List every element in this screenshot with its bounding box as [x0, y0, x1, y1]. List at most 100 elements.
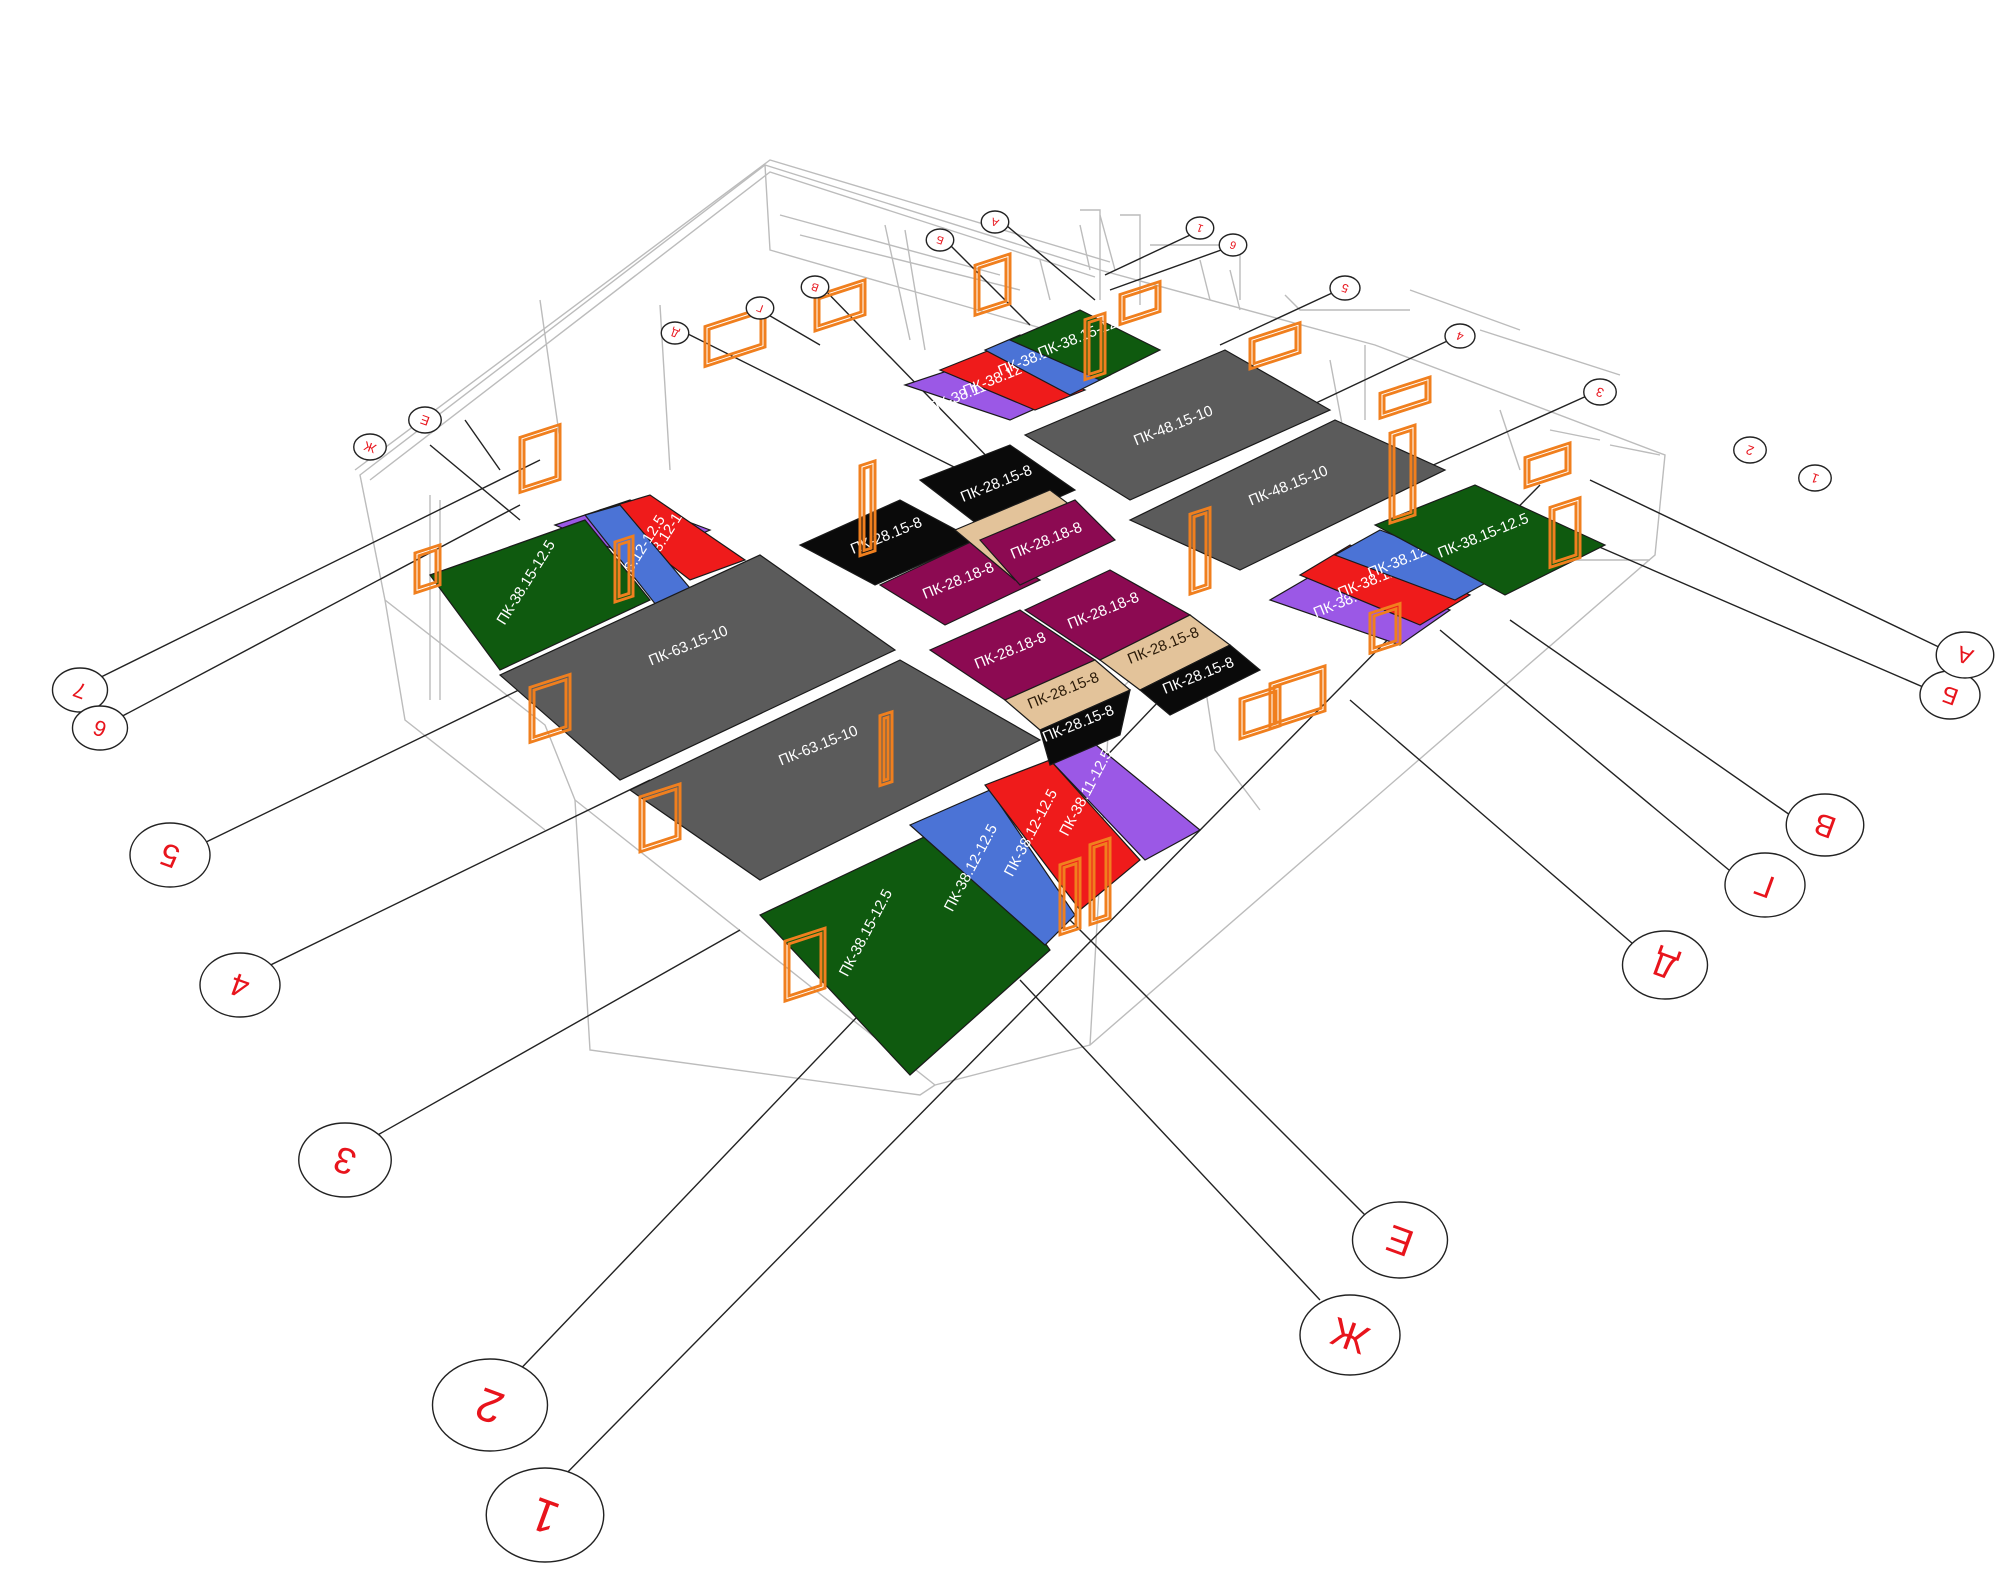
window-frame	[1088, 836, 1112, 927]
axis-bubble: Б	[925, 228, 955, 252]
window-frame	[783, 926, 827, 1004]
axis-bubble-circle	[408, 406, 442, 434]
window-frame	[1388, 423, 1417, 526]
axis-bubble-circle	[129, 822, 211, 888]
axis-bubble-circle	[1351, 1201, 1449, 1279]
axis-bubble-label: Ж	[362, 438, 378, 456]
axis-bubble: 4	[199, 952, 281, 1018]
slab-shape	[628, 659, 1042, 881]
axis-bubble: 5	[129, 822, 211, 888]
axis-bubble: 7	[51, 667, 109, 713]
axis-bubble-label: 4	[1454, 328, 1465, 344]
window-frame	[518, 422, 562, 495]
axis-bubble-circle	[71, 705, 129, 751]
slab: ПК-48.15-10	[1023, 349, 1332, 501]
window-frame	[1268, 663, 1327, 731]
slab-shape	[1039, 688, 1131, 766]
slab: ПК-28.15-8	[918, 444, 1077, 531]
axis-bubble: Б	[1919, 670, 1981, 720]
axis-bubble-label: Б	[935, 233, 946, 247]
slabs: ПК-38.11-12.5ПК-38.12-12.5ПК-38.12-12.5П…	[429, 309, 1607, 1076]
axis-bubble: В	[1785, 793, 1865, 857]
axis-bubble-circle	[1299, 1294, 1401, 1376]
window-frame	[1523, 440, 1572, 490]
axis-bubble-label: Г	[755, 301, 765, 314]
axis-bubble-circle	[1621, 930, 1709, 1000]
slab-shape	[918, 444, 1077, 531]
slab-shape	[1023, 349, 1332, 501]
axis-bubble: 1	[1185, 216, 1215, 240]
axis-bubble: 4	[1444, 323, 1476, 349]
axis-bubble-circle	[1798, 464, 1832, 492]
axis-bubble: 5	[1329, 275, 1361, 301]
axis-bubble-circle	[745, 296, 775, 320]
axis-bubble: Е	[408, 406, 442, 434]
axis-bubble: 3	[1583, 378, 1617, 406]
slab-shape	[429, 519, 651, 671]
window-frame	[413, 542, 442, 595]
axis-bubble-label: 6	[1228, 238, 1238, 251]
window-frame	[1058, 856, 1082, 937]
axis-bubble: В	[800, 275, 830, 299]
window-frame	[1248, 320, 1302, 371]
axis-bubble-circle	[431, 1358, 549, 1452]
axis-bubble: Д	[1621, 930, 1709, 1000]
axis-bubble: Е	[1351, 1201, 1449, 1279]
axis-bubble-circle	[1218, 233, 1248, 257]
axis-bubble-label: А	[989, 214, 1001, 228]
axis-bubble: А	[1935, 631, 1995, 679]
axis-bubble-circle	[353, 433, 387, 461]
window-frame	[1238, 683, 1282, 741]
slab: ПК-28.15-8	[1003, 659, 1132, 731]
axis-bubble: Г	[745, 296, 775, 320]
window-frame	[813, 277, 867, 333]
axis-bubble-circle	[800, 275, 830, 299]
window-frame	[613, 534, 635, 604]
axis-bubble-circle	[1724, 852, 1806, 918]
slab-shape	[978, 499, 1117, 586]
window-frame	[528, 672, 572, 745]
slab-shape	[1138, 644, 1262, 716]
axis-bubble-circle	[1733, 436, 1767, 464]
window-frame	[1118, 279, 1162, 327]
axis-bubble-circle	[660, 321, 690, 345]
window-frame	[703, 305, 767, 369]
window-frame	[878, 709, 894, 788]
axis-bubble: 3	[298, 1122, 392, 1198]
axis-bubble-label: 5	[1339, 280, 1350, 296]
slab: ПК-28.18-8	[1023, 569, 1192, 661]
axis-bubble-circle	[925, 228, 955, 252]
axis-bubble-circle	[485, 1467, 605, 1563]
slab: ПК-38.12-12.5	[583, 504, 702, 611]
axis-bubble-label: Д	[669, 325, 681, 339]
axis-bubble-circle	[980, 210, 1010, 234]
axis-bubble: 2	[1733, 436, 1767, 464]
slab: ПК-28.18-8	[978, 499, 1117, 586]
axis-bubble-circle	[1583, 378, 1617, 406]
window-frame	[1368, 601, 1402, 656]
axis-bubble: 1	[1798, 464, 1832, 492]
axis-bubble: Д	[660, 321, 690, 345]
axis-bubble: Ж	[1299, 1294, 1401, 1376]
axis-bubble: 2	[431, 1358, 549, 1452]
slab-shape	[938, 349, 1087, 411]
axis-bubble-circle	[1185, 216, 1215, 240]
slab: ПК-63.15-10	[628, 659, 1042, 881]
axis-bubble-label: В	[810, 280, 821, 294]
axis-bubble-circle	[1935, 631, 1995, 679]
slab-shape	[1298, 544, 1472, 626]
axis-bubble-label: 3	[1594, 384, 1606, 401]
axis-bubble-circle	[298, 1122, 392, 1198]
axis-bubble-circle	[1785, 793, 1865, 857]
axis-bubble-circle	[1444, 323, 1476, 349]
axis-bubble: Г	[1724, 852, 1806, 918]
axis-bubble-label: 1	[1195, 221, 1205, 234]
slab-shape	[1373, 484, 1607, 596]
axis-bubble-label: 2	[1744, 442, 1756, 459]
window-frame	[1188, 505, 1212, 597]
axis-bubble: 6	[1218, 233, 1248, 257]
windows	[413, 251, 1582, 1004]
window-frame	[638, 781, 682, 854]
slab: ПК-63.15-10	[498, 554, 897, 781]
